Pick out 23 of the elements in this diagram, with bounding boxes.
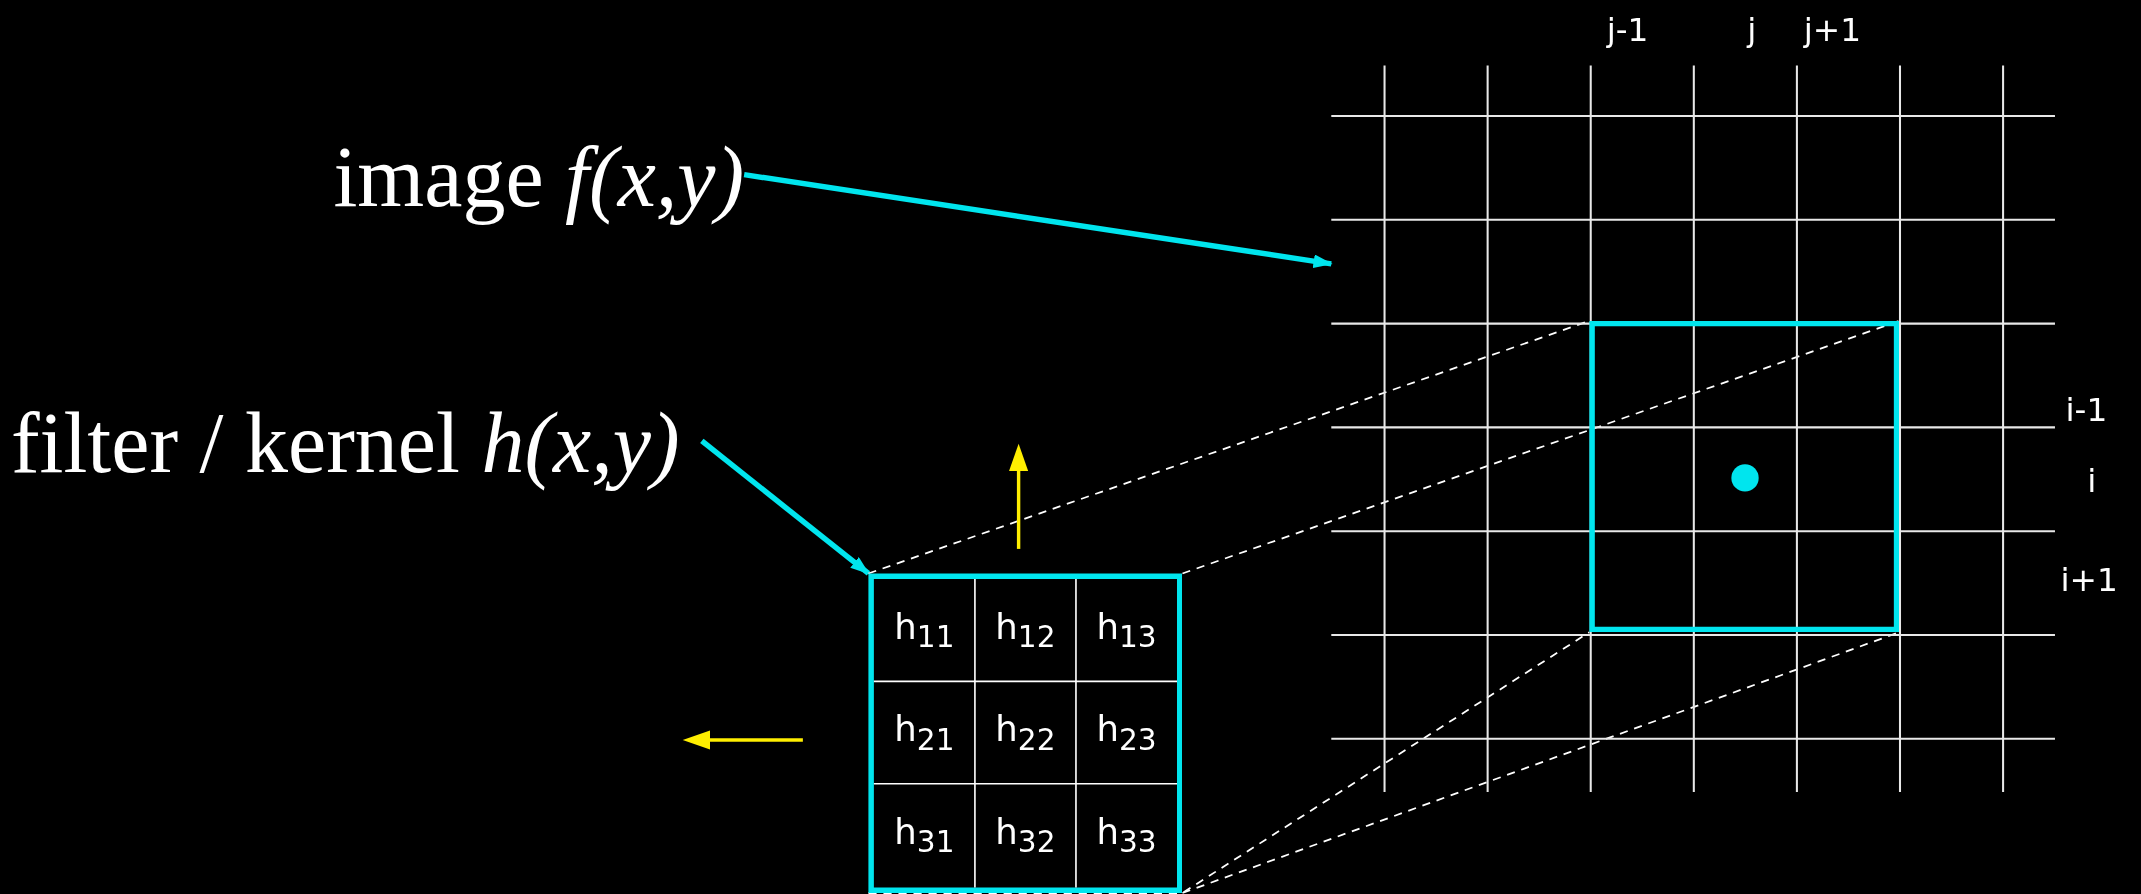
kernel-coefficient: h$_{22}$ <box>974 681 1076 784</box>
kernel-coefficient: h$_{31}$ <box>873 783 975 887</box>
kernel-coefficient: h$_{13}$ <box>1075 578 1177 682</box>
filter-caption: filter / kernel h(x,y) <box>10 395 702 492</box>
arrow <box>743 171 1333 268</box>
projection-line <box>867 631 1591 894</box>
row-index: i-1 <box>2065 390 2108 429</box>
row-index: i <box>2087 461 2097 500</box>
column-index: j-1 <box>1606 10 1649 50</box>
column-index: j+1 <box>1803 10 1862 50</box>
row-index: i+1 <box>2060 561 2118 600</box>
window-outline <box>1589 320 1900 633</box>
arrow <box>700 438 871 576</box>
kernel-coefficient: h$_{23}$ <box>1075 681 1177 784</box>
image-caption: image f(x,y) <box>307 129 745 226</box>
kernel-coefficient: h$_{33}$ <box>1075 783 1177 887</box>
kernel-coefficient: h$_{21}$ <box>873 681 975 784</box>
kernel-coefficient: h$_{11}$ <box>873 578 975 682</box>
kernel-coefficient: h$_{12}$ <box>974 578 1076 682</box>
pixel-grid <box>1331 65 2055 792</box>
column-index: j <box>1747 10 1757 50</box>
kernel-coefficient: h$_{32}$ <box>974 783 1076 887</box>
filter-kernel-grid <box>868 573 1183 893</box>
